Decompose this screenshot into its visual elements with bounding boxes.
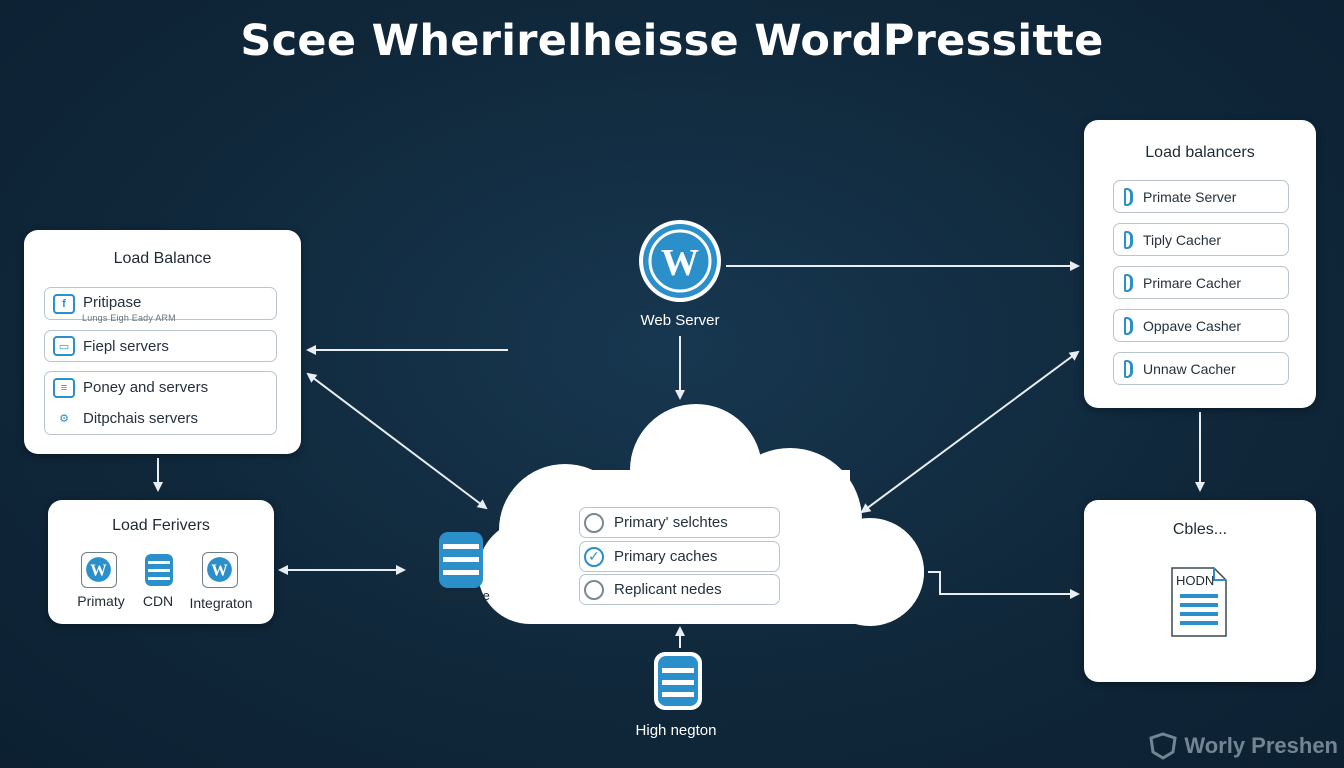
svg-text:W: W (211, 560, 228, 579)
left-row-label: Poney and servers (83, 379, 209, 396)
svg-text:W: W (90, 560, 107, 579)
cloud-row-0[interactable]: Primary' selchtes (579, 507, 780, 538)
checkmark-icon: ✓ (584, 546, 604, 567)
cloud-row-2[interactable]: Replicant nedes (579, 574, 780, 605)
left-row-0[interactable]: f Pritipase (44, 287, 277, 320)
server-icon: ≡ (53, 377, 75, 398)
bracket-icon (1124, 187, 1133, 206)
high-negton-label: High negton (635, 722, 717, 739)
load-ferivers-title: Load Ferivers (112, 517, 210, 534)
primaty-label: Primaty (77, 593, 125, 609)
right-row-0[interactable]: Primate Server (1113, 180, 1289, 213)
left-row-label: Pritipase (83, 294, 142, 311)
load-ferivers-card: Load Ferivers W Primaty CDN W Integraton (48, 500, 274, 624)
database-icon (145, 554, 173, 586)
right-row-3[interactable]: Oppave Casher (1113, 309, 1289, 342)
wordpress-icon[interactable]: W (202, 552, 238, 588)
document-icon (1171, 567, 1227, 637)
document-icon: f (53, 294, 75, 314)
cloud-row-label: Primary caches (614, 548, 718, 565)
left-row-label: Ditpchais servers (83, 410, 199, 427)
right-row-label: Primare Cacher (1143, 274, 1242, 291)
arrow-right-card-to-cloud (860, 350, 1080, 514)
bracket-icon (1124, 316, 1133, 335)
load-balance-card: Load Balance f Pritipase Lungs Eigh Eady… (24, 230, 301, 454)
database-icon (654, 652, 702, 710)
watermark: Worly Preshen (1148, 732, 1338, 760)
right-row-label: Oppave Casher (1143, 317, 1242, 334)
cdn-label: CDN (142, 593, 174, 609)
right-row-label: Tiply Cacher (1143, 231, 1222, 248)
wordpress-logo-icon[interactable]: W (637, 218, 723, 304)
wordpress-icon[interactable]: W (81, 552, 117, 588)
load-balancers-card: Load balancers Primate Server Tiply Cach… (1084, 120, 1316, 408)
radio-icon (584, 512, 604, 533)
database-label: Database (434, 588, 490, 603)
web-server-label: Web Server (640, 312, 720, 329)
shield-icon (1149, 732, 1178, 760)
cloud-row-label: Replicant nedes (614, 581, 722, 598)
right-row-2[interactable]: Primare Cacher (1113, 266, 1289, 299)
load-balancers-title: Load balancers (1145, 144, 1255, 161)
arrow-left-card-to-db (306, 372, 488, 510)
watermark-text: Worly Preshen (1184, 733, 1338, 758)
arrow-cloud-to-cbles (928, 571, 1080, 599)
plug-icon: ⚙ (59, 413, 69, 425)
cbles-title: Cbles... (1172, 521, 1228, 538)
cloud-row-1[interactable]: ✓ Primary caches (579, 541, 780, 572)
left-row-subnote: Lungs Eigh Eady ARM (82, 313, 176, 323)
svg-text:W: W (661, 242, 699, 284)
bracket-icon (1124, 230, 1133, 249)
radio-icon (584, 579, 604, 600)
left-row-2-3[interactable]: ≡ Poney and servers ⚙ Ditpchais servers (44, 371, 277, 435)
right-row-1[interactable]: Tiply Cacher (1113, 223, 1289, 256)
integraton-label: Integraton (189, 595, 253, 611)
page-title: Scee Wherirelheisse WordPressitte (240, 16, 1104, 66)
right-row-label: Unnaw Cacher (1143, 360, 1236, 377)
left-row-1[interactable]: ▭ Fiepl servers (44, 330, 277, 362)
monitor-icon: ▭ (53, 336, 75, 356)
left-row-label: Fiepl servers (83, 337, 169, 355)
bracket-icon (1124, 359, 1133, 378)
hodn-label: HODN (1176, 573, 1215, 588)
cloud-row-label: Primary' selchtes (614, 514, 728, 531)
right-row-label: Primate Server (1143, 188, 1237, 205)
bracket-icon (1124, 273, 1133, 292)
load-balance-title: Load Balance (113, 250, 212, 267)
cbles-card: Cbles... HODN (1084, 500, 1316, 682)
right-row-4[interactable]: Unnaw Cacher (1113, 352, 1289, 385)
database-icon (439, 532, 483, 588)
